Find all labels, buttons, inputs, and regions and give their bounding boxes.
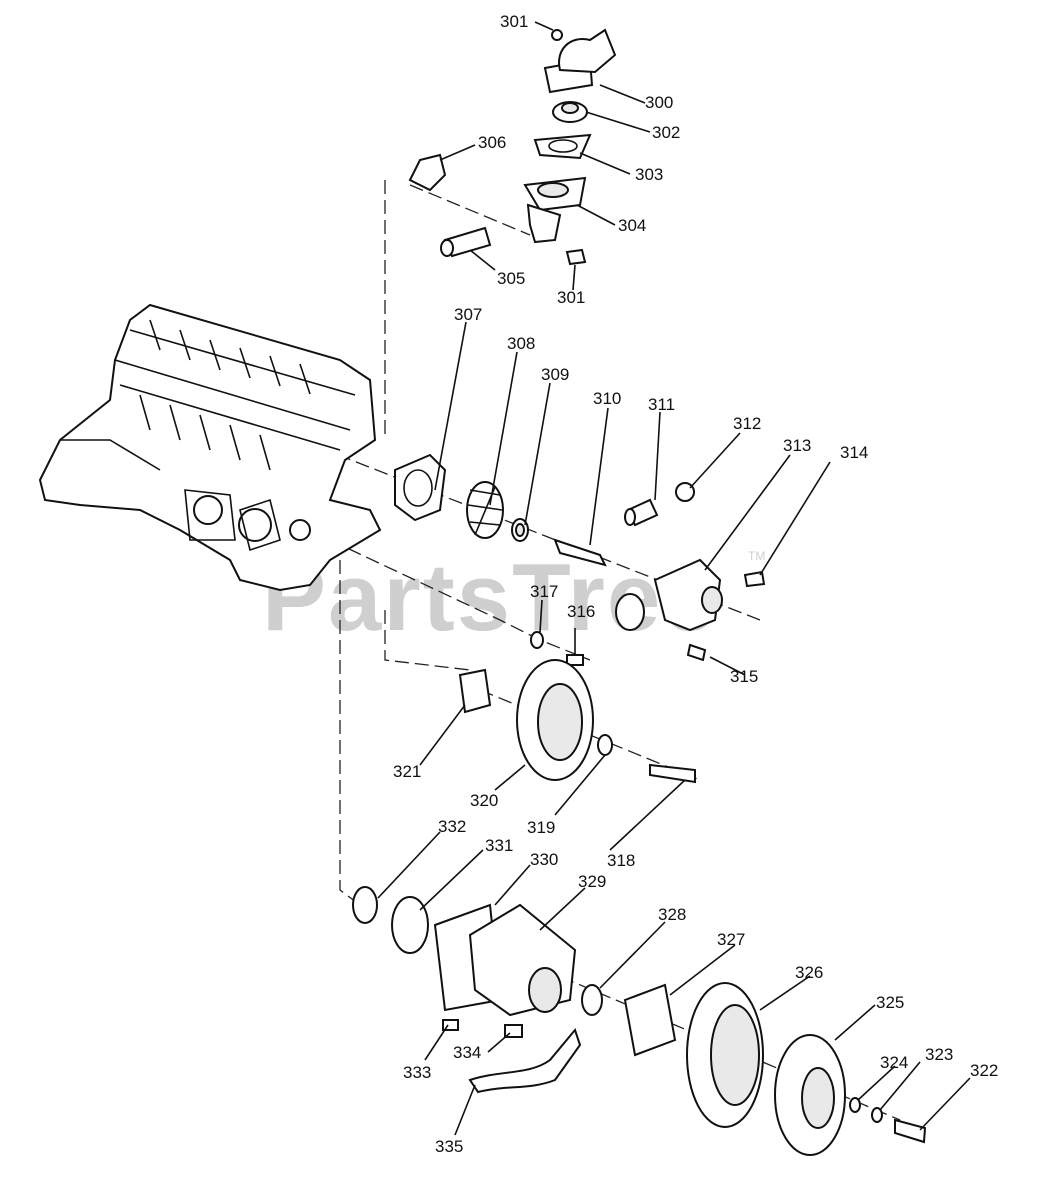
callout-301: 301 <box>500 12 528 31</box>
callout-322: 322 <box>970 1061 998 1080</box>
callout-314: 314 <box>840 443 868 462</box>
callout-315: 315 <box>730 667 758 686</box>
leader-lines <box>377 21 971 1136</box>
callout-324: 324 <box>880 1053 908 1072</box>
callout-313: 313 <box>783 436 811 455</box>
callout-318: 318 <box>607 851 635 870</box>
callout-330: 330 <box>530 850 558 869</box>
callout-310: 310 <box>593 389 621 408</box>
callout-333: 333 <box>403 1063 431 1082</box>
callout-labels: 300 301 302 303 304 305 301 306 307 308 … <box>393 12 998 1156</box>
water-pump-group <box>394 453 766 662</box>
callout-311: 311 <box>648 395 675 414</box>
watermark-trademark: TM <box>748 549 765 563</box>
timing-gear-group <box>458 631 696 784</box>
callout-302: 302 <box>652 123 680 142</box>
callout-312: 312 <box>733 414 761 433</box>
callout-304: 304 <box>618 216 646 235</box>
callout-327: 327 <box>717 930 745 949</box>
callout-332: 332 <box>438 817 466 836</box>
callout-301: 301 <box>557 288 585 307</box>
callout-321: 321 <box>393 762 421 781</box>
callout-334: 334 <box>453 1043 481 1062</box>
callout-319: 319 <box>527 818 555 837</box>
callout-306: 306 <box>478 133 506 152</box>
watermark: PartsTree <box>262 544 718 651</box>
callout-329: 329 <box>578 872 606 891</box>
callout-303: 303 <box>635 165 663 184</box>
engine-block <box>38 303 382 592</box>
callout-328: 328 <box>658 905 686 924</box>
callout-320: 320 <box>470 791 498 810</box>
callout-308: 308 <box>507 334 535 353</box>
callout-335: 335 <box>435 1137 463 1156</box>
callout-326: 326 <box>795 963 823 982</box>
callout-317: 317 <box>530 582 558 601</box>
thermostat-housing-group <box>408 28 617 266</box>
callout-323: 323 <box>925 1045 953 1064</box>
callout-331: 331 <box>485 836 513 855</box>
callout-316: 316 <box>567 602 595 621</box>
front-cover-pulley-group <box>352 886 927 1156</box>
callout-309: 309 <box>541 365 569 384</box>
callout-305: 305 <box>497 269 525 288</box>
callout-307: 307 <box>454 305 482 324</box>
callout-300: 300 <box>645 93 673 112</box>
callout-325: 325 <box>876 993 904 1012</box>
